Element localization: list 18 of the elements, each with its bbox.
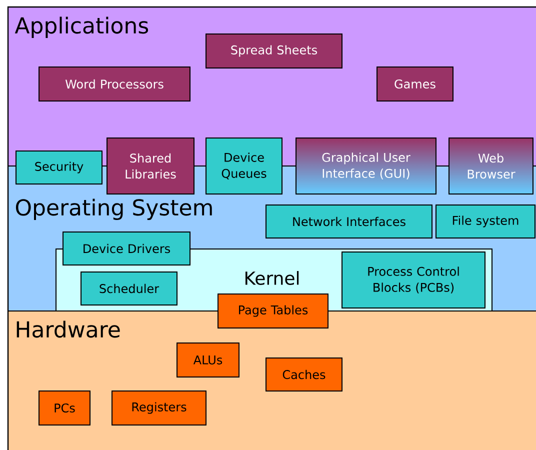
component-box: Device Drivers [62, 232, 190, 266]
component-box: Registers [112, 390, 206, 426]
component-box: Network Interfaces [266, 204, 432, 238]
component-box: Word Processors [38, 66, 190, 102]
component-box: Web Browser [448, 138, 534, 194]
component-box: Scheduler [80, 272, 178, 306]
component-box: Shared Libraries [106, 138, 194, 194]
component-box: Graphical User Interface (GUI) [296, 138, 436, 194]
component-box: Security [16, 150, 102, 184]
component-box: Caches [266, 358, 342, 392]
component-box: PCs [38, 390, 90, 426]
component-box: Page Tables [218, 294, 328, 328]
component-box: ALUs [176, 342, 240, 378]
component-box: File system [436, 204, 536, 238]
component-box: Device Queues [206, 138, 282, 194]
component-box: Process Control Blocks (PCBs) [342, 252, 486, 308]
component-box: Spread Sheets [206, 34, 342, 68]
component-box: Games [376, 66, 454, 102]
